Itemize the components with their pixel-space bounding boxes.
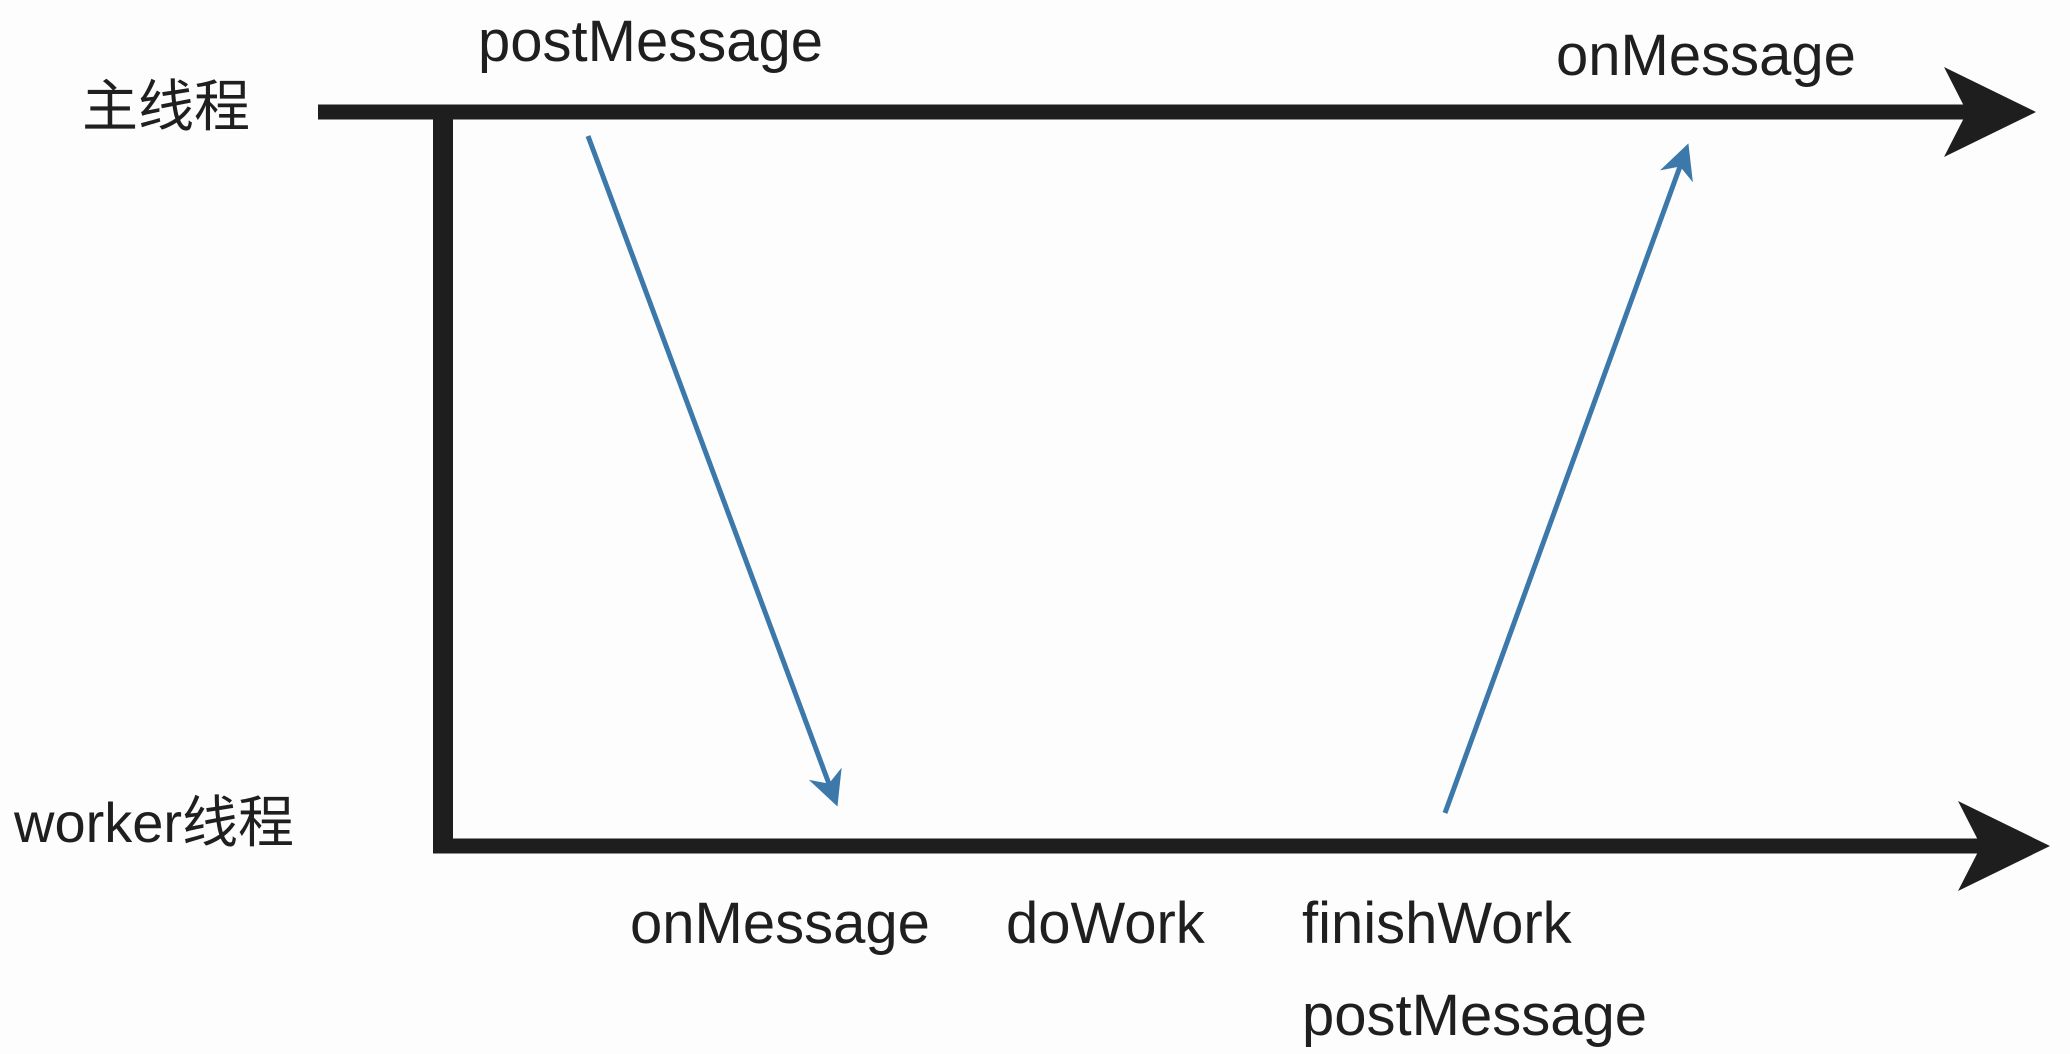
main-thread-arrowhead-icon — [1944, 67, 2036, 157]
post-message-to-main-arrow — [1442, 143, 1693, 814]
worker-thread-label: worker线程 — [14, 791, 295, 854]
post-message-bottom-label: postMessage — [1302, 983, 1647, 1048]
finish-work-label: finishWork — [1302, 891, 1572, 956]
on-message-bottom-label: onMessage — [630, 891, 930, 956]
post-message-to-worker-arrow — [585, 135, 842, 807]
post-message-top-label: postMessage — [478, 9, 823, 74]
do-work-label: doWork — [1006, 891, 1205, 956]
main-thread-label: 主线程 — [82, 75, 250, 138]
worker-thread-arrowhead-icon — [1958, 801, 2050, 891]
on-message-top-label: onMessage — [1556, 23, 1856, 88]
